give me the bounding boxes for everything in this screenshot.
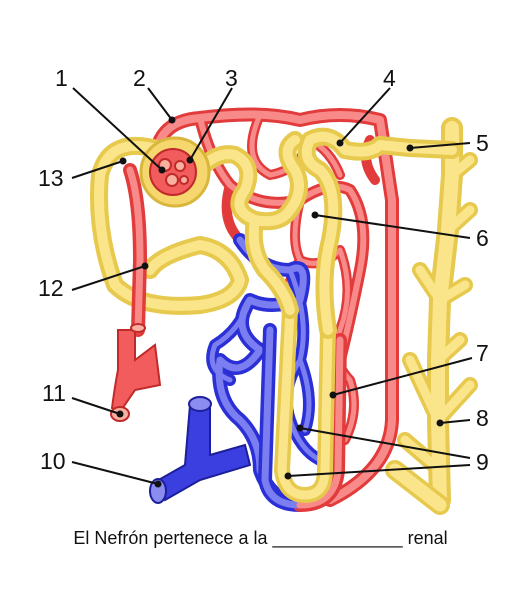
arteriole [110, 163, 162, 422]
renal-corpuscle [139, 136, 211, 208]
label-2: 2 [133, 65, 146, 91]
leader-lines [71, 87, 473, 485]
label-5: 5 [476, 130, 489, 156]
collecting-duct [385, 117, 478, 515]
renal-vein [149, 396, 252, 504]
label-4: 4 [383, 65, 396, 91]
renal-tubule [90, 127, 461, 503]
vasa-recta [258, 323, 347, 512]
leader-dots [116, 116, 444, 488]
label-10: 10 [40, 448, 66, 474]
label-7: 7 [476, 340, 489, 366]
label-11: 11 [42, 380, 66, 406]
label-3: 3 [225, 65, 238, 91]
label-9: 9 [476, 449, 489, 475]
label-6: 6 [476, 225, 489, 251]
label-12: 12 [38, 275, 64, 301]
caption-question: El Nefrón pertenece a la _____________ r… [73, 528, 448, 548]
number-labels: 1 2 3 4 5 6 7 8 9 10 11 12 13 [38, 65, 489, 475]
label-13: 13 [38, 165, 64, 191]
label-8: 8 [476, 405, 489, 431]
label-1: 1 [55, 65, 68, 91]
